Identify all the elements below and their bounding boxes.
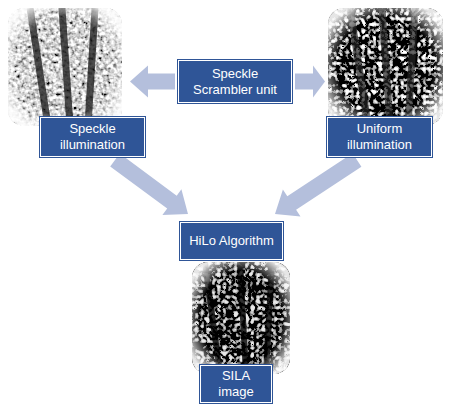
box-label: Speckle Scrambler unit — [193, 66, 277, 98]
process-box: Speckle Scrambler unit — [178, 60, 292, 103]
block-arrow — [275, 153, 361, 216]
block-arrow — [130, 66, 175, 98]
block-arrow — [295, 66, 325, 98]
sila-image — [192, 262, 290, 374]
block-arrow — [110, 154, 188, 215]
process-box: HiLo Algorithm — [180, 222, 283, 260]
process-box: Speckle illumination — [40, 117, 145, 157]
process-box: SILA image — [200, 365, 272, 403]
uniform-image — [328, 8, 443, 125]
box-label: Speckle illumination — [55, 121, 130, 153]
process-box: Uniform illumination — [327, 117, 432, 157]
box-label: SILA image — [205, 368, 267, 400]
box-label: Uniform illumination — [342, 121, 417, 153]
box-label: HiLo Algorithm — [189, 233, 274, 249]
speckle-image — [8, 8, 122, 126]
